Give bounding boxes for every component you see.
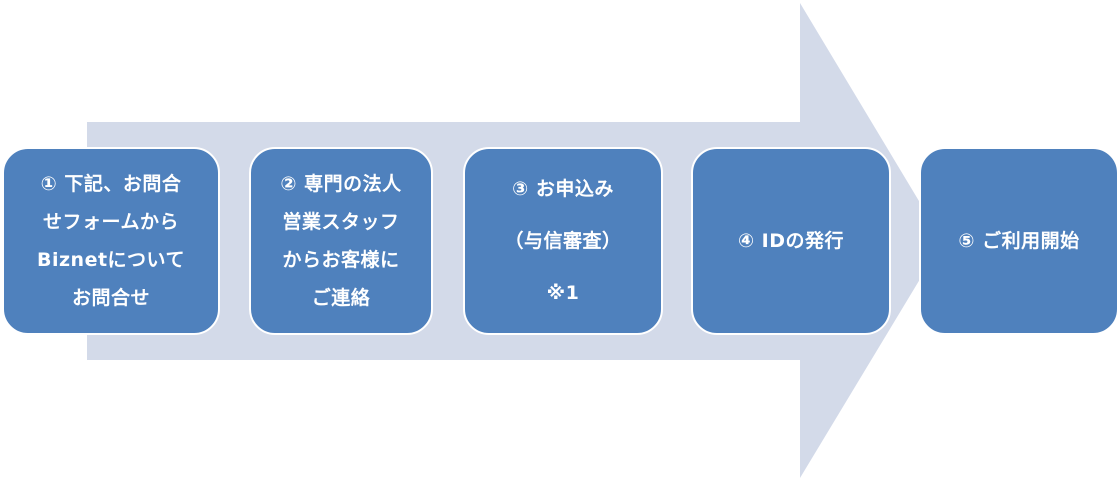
- step-3-line-2: （与信審査）: [504, 230, 622, 252]
- step-2-contact: ② 専門の法人 営業スタッフ からお客様に ご連絡: [249, 147, 433, 335]
- step-3-line-3: ※1: [546, 282, 580, 304]
- step-2-line-4: ご連絡: [311, 287, 371, 309]
- step-2-line-1: ② 専門の法人: [280, 173, 402, 195]
- step-4-line-1: ④ IDの発行: [737, 230, 845, 252]
- step-5-start-use: ⑤ ご利用開始: [919, 147, 1119, 335]
- step-1-line-1: ① 下記、お問合: [40, 173, 182, 195]
- step-3-application: ③ お申込み （与信審査） ※1: [463, 147, 663, 335]
- step-1-line-2: せフォームから: [43, 211, 179, 233]
- step-3-line-1: ③ お申込み: [512, 178, 614, 200]
- step-2-line-3: からお客様に: [282, 249, 400, 271]
- step-4-id-issue: ④ IDの発行: [691, 147, 891, 335]
- step-1-line-4: お問合せ: [71, 287, 150, 309]
- step-1-line-3: Biznetについて: [37, 249, 185, 271]
- step-1-inquiry: ① 下記、お問合 せフォームから Biznetについて お問合せ: [2, 147, 220, 335]
- step-2-line-2: 営業スタッフ: [282, 211, 400, 233]
- step-5-line-1: ⑤ ご利用開始: [958, 230, 1080, 252]
